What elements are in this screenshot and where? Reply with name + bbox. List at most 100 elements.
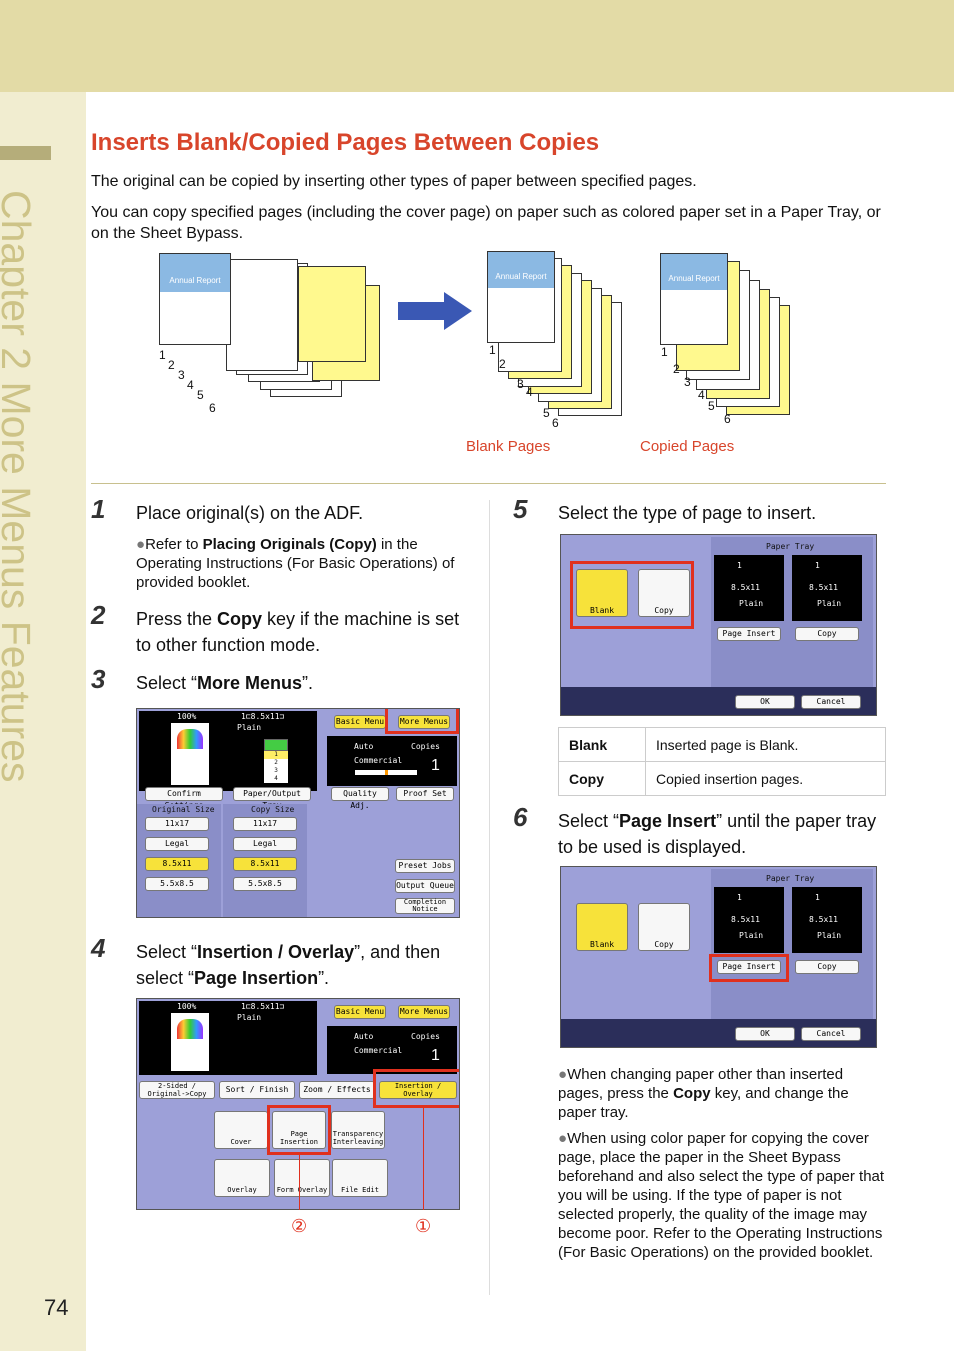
original-cover: Annual Report: [159, 253, 231, 345]
step-5-text: Select the type of page to insert.: [558, 503, 817, 523]
completion-notice-button[interactable]: Completion Notice: [395, 898, 455, 914]
screen-main: 100% 1⊏8.5x11⊐ Plain 1 2 3 4 Basic Menu …: [136, 708, 460, 918]
tray-number: 1: [737, 561, 742, 570]
copy-tray-button[interactable]: Copy: [795, 627, 859, 641]
preview-panel: [139, 711, 317, 791]
paper-output-tray-button[interactable]: Paper/Output Tray: [233, 787, 311, 810]
original-preview: [171, 1013, 209, 1071]
density-bar: [355, 770, 417, 775]
page-insert-button[interactable]: Page Insert: [717, 960, 781, 974]
file-edit-button[interactable]: File Edit: [332, 1159, 388, 1197]
copy-size-5-5x8-5[interactable]: 5.5x8.5: [233, 877, 297, 891]
confirm-settings-button[interactable]: Confirm Settings: [145, 787, 223, 810]
proof-set-button[interactable]: Proof Set: [396, 787, 454, 801]
tray-stack: 1 2 3 4: [264, 739, 288, 785]
cover-label: Annual Report: [488, 252, 554, 288]
paper-size: 1⊏8.5x11⊐: [241, 1002, 285, 1011]
page-num: 2: [499, 357, 506, 371]
paper-type: Plain: [237, 723, 262, 732]
copies-label: Copies: [411, 742, 440, 751]
tray: 2: [264, 759, 288, 767]
tray-2-panel: [792, 555, 862, 621]
screen-page-insert-2: Paper Tray Blank Copy 1 8.5x11 Plain 1 8…: [560, 866, 877, 1048]
basic-menu-button[interactable]: Basic Menu: [334, 715, 386, 729]
screen-more-menus: 100% 1⊏8.5x11⊐ Plain Basic Menu More Men…: [136, 998, 460, 1210]
output-queue-button[interactable]: Output Queue: [395, 879, 455, 893]
ok-button[interactable]: OK: [735, 1027, 795, 1041]
orig-size-11x17[interactable]: 11x17: [145, 817, 209, 831]
auto-label: Auto: [354, 742, 374, 751]
step-number: 3: [91, 664, 106, 694]
callout-2: ②: [291, 1216, 308, 1236]
page-num: 3: [517, 377, 524, 391]
copy-size-legal[interactable]: Legal: [233, 837, 297, 851]
page-num: 5: [197, 388, 204, 402]
screen-page-insert: Paper Tray Blank Copy 1 8.5x11 Plain 1 8…: [560, 534, 877, 716]
transparency-interleaving-button[interactable]: Transparency Interleaving: [331, 1111, 385, 1149]
header-band: [0, 0, 954, 92]
page-num: 3: [178, 368, 185, 382]
page-num: 1: [159, 348, 166, 362]
copy-size-11x17[interactable]: 11x17: [233, 817, 297, 831]
quality-adj-button[interactable]: Quality Adj.: [331, 787, 389, 810]
tray-size: 8.5x11: [731, 915, 760, 924]
intro-paragraph-1: The original can be copied by inserting …: [91, 173, 697, 190]
table-term: Copy: [558, 761, 646, 796]
section-title: Inserts Blank/Copied Pages Between Copie…: [91, 129, 600, 156]
blank-button[interactable]: Blank: [576, 569, 628, 617]
form-overlay-button[interactable]: Form Overlay: [274, 1159, 330, 1197]
table-term: Blank: [558, 727, 646, 762]
basic-menu-button[interactable]: Basic Menu: [334, 1005, 386, 1019]
tray: 3: [264, 767, 288, 775]
page-insertion-button[interactable]: Page Insertion: [272, 1111, 326, 1149]
page-num: 2: [673, 362, 680, 376]
tab-2-sided[interactable]: 2-Sided / Original->Copy: [139, 1081, 215, 1099]
cancel-button[interactable]: Cancel: [801, 695, 861, 709]
tray-size: 8.5x11: [731, 583, 760, 592]
tab-zoom-effects[interactable]: Zoom / Effects: [299, 1081, 375, 1099]
commercial-label: Commercial: [354, 756, 403, 765]
copy-status-panel: [327, 1026, 457, 1074]
step-number: 4: [91, 933, 106, 963]
orig-size-8-5x11[interactable]: 8.5x11: [145, 857, 209, 871]
tab-sort-finish[interactable]: Sort / Finish: [219, 1081, 295, 1099]
bullet-icon: ●: [136, 536, 146, 553]
tray-1-panel: [714, 887, 784, 953]
paper-tray-label: Paper Tray: [766, 874, 815, 883]
blank-button[interactable]: Blank: [576, 903, 628, 951]
step-number: 6: [513, 802, 528, 832]
auto-label: Auto: [354, 1032, 374, 1041]
highlight-box: [709, 954, 789, 982]
highlight-box: [373, 1069, 459, 1108]
step-number: 2: [91, 600, 106, 630]
overlay-button[interactable]: Overlay: [214, 1159, 270, 1197]
tab-insertion-overlay[interactable]: Insertion / Overlay: [379, 1081, 457, 1099]
copy-tray-button[interactable]: Copy: [795, 960, 859, 974]
preset-jobs-button[interactable]: Preset Jobs: [395, 859, 455, 873]
page-num: 5: [543, 406, 550, 420]
divider: [91, 483, 886, 484]
side-band: [0, 92, 86, 1351]
tray-paper-type: Plain: [739, 599, 764, 608]
ok-button[interactable]: OK: [735, 695, 795, 709]
copy-type-button[interactable]: Copy: [638, 569, 690, 617]
table-desc: Copied insertion pages.: [645, 761, 886, 796]
more-menus-button[interactable]: More Menus: [398, 1005, 450, 1019]
chapter-tab: [0, 146, 51, 160]
more-menus-button[interactable]: More Menus: [398, 715, 450, 729]
page-num: 4: [187, 378, 194, 392]
orig-size-5-5x8-5[interactable]: 5.5x8.5: [145, 877, 209, 891]
page-insert-button[interactable]: Page Insert: [717, 627, 781, 641]
cover-label: Annual Report: [160, 254, 230, 292]
table-row: Blank Inserted page is Blank.: [558, 727, 886, 762]
step-1-text: Place original(s) on the ADF.: [136, 503, 364, 523]
cancel-button[interactable]: Cancel: [801, 1027, 861, 1041]
cover-button[interactable]: Cover: [214, 1111, 268, 1149]
copy-type-button[interactable]: Copy: [638, 903, 690, 951]
step-6-text: Select “Page Insert” until the paper tra…: [558, 811, 877, 857]
table-desc: Inserted page is Blank.: [645, 727, 886, 762]
tray-2-panel: [792, 887, 862, 953]
zoom-readout: 100%: [177, 712, 197, 721]
copy-size-8-5x11[interactable]: 8.5x11: [233, 857, 297, 871]
orig-size-legal[interactable]: Legal: [145, 837, 209, 851]
